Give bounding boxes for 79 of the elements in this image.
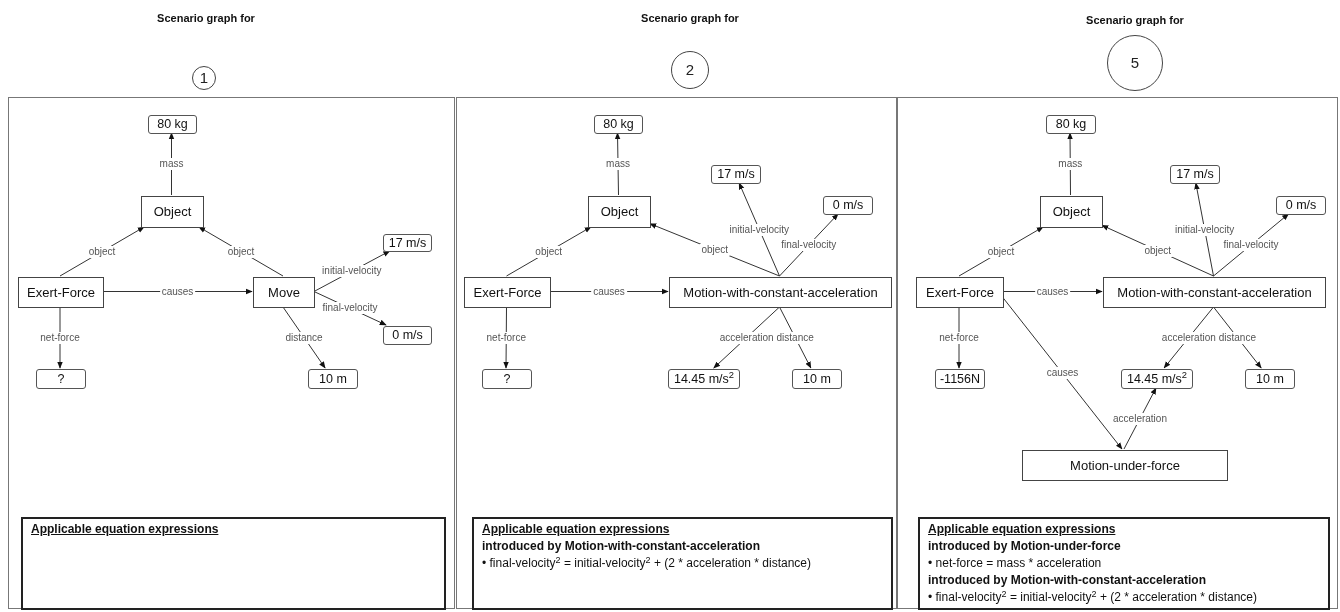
panel-frame [897,97,1338,609]
value-box: 10 m [1245,369,1295,389]
panel-title: Scenario graph for [641,11,739,26]
edge-label: initial-velocity [320,265,384,278]
edge-label: causes [1044,367,1081,380]
edge-label: distance [283,331,325,344]
edge-label: mass [1056,158,1085,170]
value-box: 14.45 m/s$^{2}$ [1121,369,1193,389]
equation-source: introduced by Motion-with-constant-acceleration [928,572,1206,589]
edge-label: distance [1216,331,1258,344]
concept-box: Motion-with-constant-acceleration [1103,277,1326,308]
equation-heading: Applicable equation expressions [482,521,670,538]
equation-source: introduced by Motion-under-force [928,538,1121,555]
edge-label: mass [157,158,186,170]
panel-title: Scenario graph for [157,11,255,26]
scenario-number: 1 [192,66,216,90]
equation-source: introduced by Motion-with-constant-acceleration [482,538,760,555]
concept-box: Motion-under-force [1022,450,1228,481]
relation-arrow [1194,182,1214,277]
panel-title: Scenario graph for [1086,13,1184,28]
value-box: 10 m [308,369,358,389]
edge-label: final-velocity [320,302,380,315]
edge-label: initial-velocity [1172,223,1237,236]
concept-box: Exert-Force [464,277,551,308]
equation-heading: Applicable equation expressions [31,521,219,538]
scenario-number: 5 [1107,35,1163,91]
edge-label: acceleration [717,331,776,344]
value-box: 17 m/s [711,165,761,184]
relation-arrow [738,182,780,277]
relation-arrow [1002,297,1123,450]
value-box: 0 m/s [1276,196,1326,215]
scenario-number: 2 [671,51,709,89]
equation-text: • final-velocity$^{2}$ = initial-velocity$^{2}$ + (2 * acceleration * distance) [928,589,1258,606]
edge-label: final-velocity [1221,239,1281,251]
equation-panel [472,517,893,610]
concept-box: Object [1040,196,1103,228]
value-box: 14.45 m/s$^{2}$ [668,369,740,389]
edge-label: net-force [937,331,981,344]
value-box: 80 kg [1046,115,1096,134]
relation-arrow [1067,132,1073,196]
edge-label: net-force [484,331,528,344]
value-box: 17 m/s [1170,165,1220,184]
edge-label: acceleration [1111,412,1169,425]
concept-box: Object [588,196,651,228]
edge-label: object [533,245,565,258]
value-box: 80 kg [594,115,643,134]
edge-label: object [1142,244,1174,257]
equation-text: • final-velocity$^{2}$ = initial-velocity$^{2}$ + (2 * acceleration * distance) [482,555,812,572]
concept-box: Motion-with-constant-acceleration [669,277,892,308]
edge-label: initial-velocity [727,223,792,236]
edge-label: object [86,245,118,258]
concept-box: Move [253,277,315,308]
value-box: 0 m/s [823,196,873,215]
edge-label: distance [774,331,816,344]
concept-box: Exert-Force [916,277,1004,308]
equation-heading: Applicable equation expressions [928,521,1116,538]
concept-box: Exert-Force [18,277,104,308]
relation-arrow [168,132,175,196]
edge-label: net-force [38,331,82,344]
edge-label: mass [604,158,632,170]
edge-label: object [985,245,1017,258]
value-box: -1156N [935,369,985,389]
equation-text: • net-force = mass * acceleration [928,555,1102,572]
panel-frame [456,97,897,609]
concept-box: Object [141,196,204,228]
value-box: 17 m/s [383,234,432,252]
edge-label: acceleration [1159,331,1218,344]
value-box: ? [36,369,86,389]
value-box: 10 m [792,369,842,389]
edge-label: final-velocity [779,239,839,251]
equation-panel [918,517,1330,610]
edge-label: object [225,245,257,258]
value-box: 80 kg [148,115,197,134]
panel-frame [8,97,455,609]
value-box: 0 m/s [383,326,432,345]
edge-label: object [699,243,731,256]
relation-arrow [614,132,621,196]
equation-panel [21,517,446,610]
value-box: ? [482,369,532,389]
